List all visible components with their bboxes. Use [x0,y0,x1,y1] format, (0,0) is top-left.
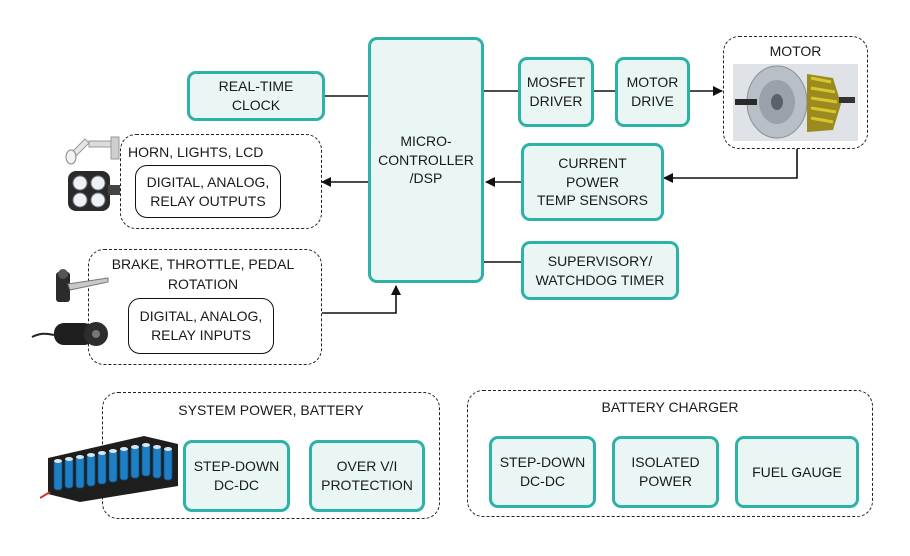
watchdog-timer-block: SUPERVISORY/ WATCHDOG TIMER [521,241,679,300]
brake-lever-image [56,269,109,302]
sensors-block: CURRENT POWER TEMP SENSORS [521,143,664,221]
throttle-image [31,322,108,346]
headlight-image [68,171,120,211]
motor-to-sensors-arrow [663,149,798,183]
battery-charger-title: BATTERY CHARGER [601,399,739,415]
over-vi-protection-block: OVER V/I PROTECTION [309,440,425,512]
horn-image [65,136,120,165]
inputs-box: DIGITAL, ANALOG, RELAY INPUTS [128,298,274,354]
real-time-clock-block: REAL-TIME CLOCK [187,71,325,121]
outputs-box: DIGITAL, ANALOG, RELAY OUTPUTS [135,165,281,218]
charger-stepdown-block: STEP-DOWN DC-DC [489,436,596,508]
battery-pack-image [40,436,178,502]
microcontroller-block: MICRO- CONTROLLER /DSP [368,37,484,283]
hub-motor-image [733,64,858,141]
system-stepdown-block: STEP-DOWN DC-DC [183,440,290,512]
motor-label: MOTOR [769,43,822,59]
inputs-to-mcu-arrow [322,285,401,314]
inputs-title: BRAKE, THROTTLE, PEDAL ROTATION [111,256,295,292]
motor-drive-block: MOTOR DRIVE [615,57,690,127]
outputs-title: HORN, LIGHTS, LCD [128,144,264,160]
fuel-gauge-block: FUEL GAUGE [735,436,859,508]
system-power-title: SYSTEM POWER, BATTERY [178,402,364,418]
mosfet-driver-block: MOSFET DRIVER [518,57,594,127]
isolated-power-block: ISOLATED POWER [612,436,719,508]
